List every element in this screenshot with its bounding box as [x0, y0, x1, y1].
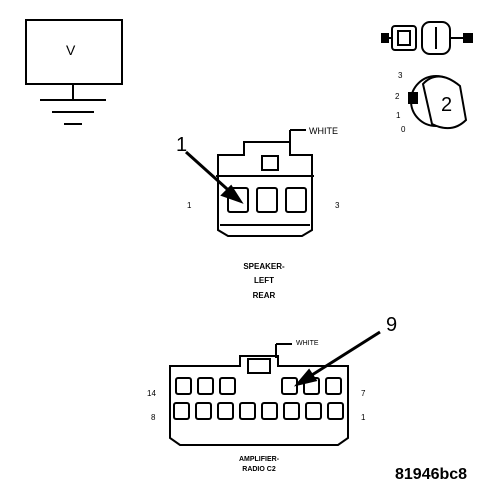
connector-1-callout: 1 — [176, 134, 188, 156]
connector-2-bottom-cavity — [195, 402, 212, 420]
figure-id: 81946bc8 — [395, 466, 468, 483]
connector-2-latch — [247, 358, 271, 374]
connector-2-top-cavity — [281, 377, 298, 395]
key-callout-2: 2 — [441, 94, 453, 116]
connector-2-caption-line-2: RADIO C2 — [242, 466, 276, 473]
connector-2-top-cavity — [175, 377, 192, 395]
connector-2-pin-1: 1 — [361, 413, 366, 422]
connector-2-callout: 9 — [386, 314, 398, 336]
connector-2-callout-arrow — [293, 330, 381, 387]
connector-2-bottom-cavity — [261, 402, 278, 420]
connector-1-caption-line-1: SPEAKER- — [243, 262, 285, 271]
connector-1-callout-arrow — [184, 150, 244, 204]
ignition-key-view — [408, 75, 468, 130]
connector-1-cavity-1 — [227, 187, 249, 213]
connector-2-bottom-cavity — [283, 402, 300, 420]
voltmeter-symbol — [25, 19, 123, 125]
connector-2-bottom-cavity — [327, 402, 344, 420]
connector-2-pin-14: 14 — [147, 389, 156, 398]
connector-1-pin-right: 3 — [335, 201, 340, 210]
connector-1-caption-line-2: LEFT — [254, 276, 274, 285]
key-icon — [381, 21, 473, 55]
connector-2-bottom-cavity — [217, 402, 234, 420]
voltmeter-label: V — [66, 42, 76, 58]
connector-speaker-left-rear — [216, 129, 314, 237]
key-head — [421, 75, 468, 130]
connector-2-pin-7: 7 — [361, 389, 366, 398]
connector-2-top-row — [175, 377, 342, 395]
connector-2-caption-line-1: AMPLIFIER- — [238, 456, 280, 463]
connector-1-color: WHITE — [309, 126, 338, 136]
key-pointer — [408, 92, 418, 104]
connector-amplifier-radio-c2 — [169, 343, 349, 446]
connector-2-top-cavity — [197, 377, 214, 395]
connector-2-color: WHITE — [296, 340, 319, 347]
key-position-2: 2 — [395, 92, 400, 101]
connector-2-top-cavity — [219, 377, 236, 395]
connector-2-pin-8: 8 — [151, 413, 156, 422]
key-position-0: 0 — [401, 125, 406, 134]
connector-1-latch — [261, 155, 279, 171]
connector-2-bottom-cavity — [305, 402, 322, 420]
key-position-1: 1 — [396, 111, 401, 120]
connector-2-bottom-row — [173, 402, 344, 420]
connector-2-bottom-cavity — [173, 402, 190, 420]
connector-2-bottom-cavity — [239, 402, 256, 420]
key-position-3: 3 — [398, 71, 403, 80]
connector-1-cavity-3 — [285, 187, 307, 213]
connector-1-cavity-2 — [256, 187, 278, 213]
connector-2-outline — [169, 355, 349, 446]
connector-1-caption-line-3: REAR — [252, 291, 276, 300]
connector-1-pin-left: 1 — [187, 201, 192, 210]
connector-1-outline — [217, 141, 313, 237]
connector-2-top-cavity — [325, 377, 342, 395]
